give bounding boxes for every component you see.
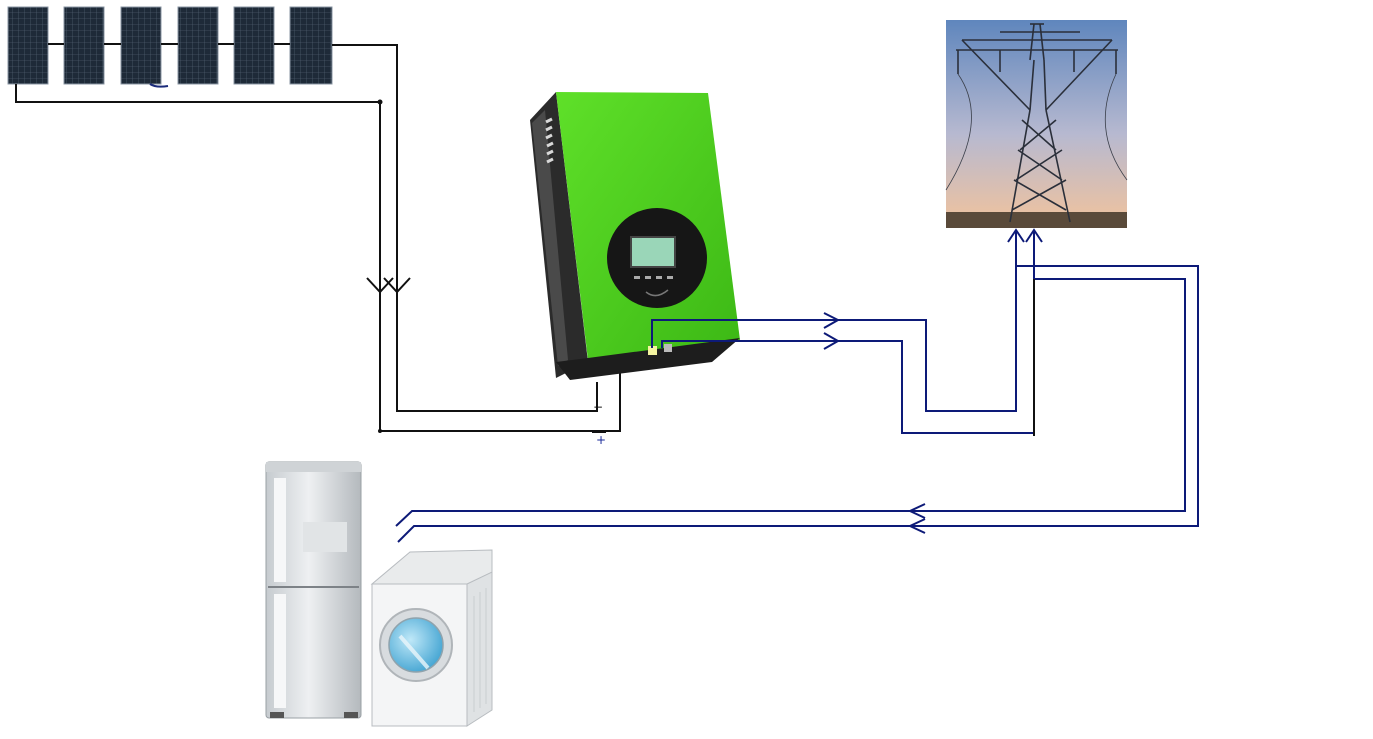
solar-panel-icon xyxy=(177,6,219,85)
solar-panel-icon xyxy=(63,6,105,85)
negative-terminal-label: − xyxy=(593,400,603,414)
washing-machine-icon xyxy=(370,549,493,727)
dc-positive-wire xyxy=(15,84,621,432)
ac-load-wire-n xyxy=(395,278,1186,527)
positive-terminal-label: + xyxy=(596,433,606,447)
solar-panel-icon xyxy=(120,6,162,85)
solar-panel-icon xyxy=(233,6,275,85)
refrigerator-icon xyxy=(265,461,362,719)
solar-panel-icon xyxy=(7,6,49,85)
dc-arrow-down xyxy=(383,277,411,294)
ac-output-wire-l xyxy=(651,232,1017,412)
inverter-icon xyxy=(530,92,740,380)
ac-load-wire-l xyxy=(397,265,1199,543)
ac-wiring xyxy=(395,228,1199,543)
transmission-tower-icon xyxy=(945,20,1128,228)
dc-negative-wire xyxy=(332,44,598,412)
solar-panel-array xyxy=(7,6,333,88)
dc-wiring xyxy=(15,44,621,432)
solar-panel-icon xyxy=(289,6,333,85)
